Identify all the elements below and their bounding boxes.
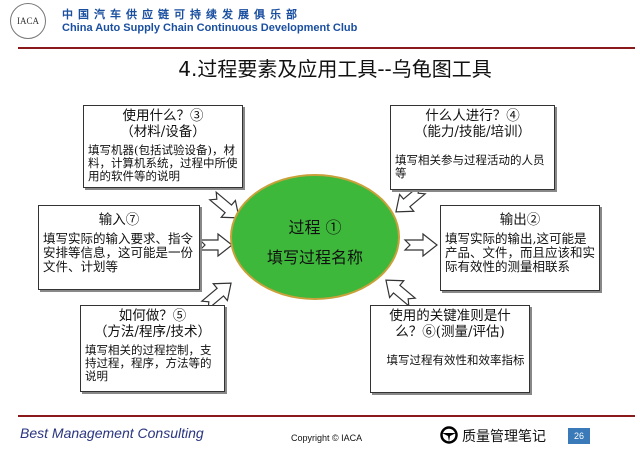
box-people: 什么人进行？④ （能力/技能/培训） 填写相关参与过程活动的人员等 [390,105,555,190]
box-heading: 使用什么？③ [122,108,204,124]
box-heading: 什么人进行？④ [425,108,520,124]
box-subheading: （材料/设备） [120,124,206,140]
process-ellipse: 过程 ① 填写过程名称 [230,174,400,300]
box-heading: 使用的关键准则是什么？⑥(测量/评估) [389,308,511,340]
page-number: 26 [568,428,590,444]
arrow-criteria-icon [385,279,417,308]
box-materials: 使用什么？③ （材料/设备） 填写机器(包括试验设备)，材料，计算机系统，过程中… [83,105,243,188]
box-description: 填写实际的输入要求、指令安排等信息，这可能是一份文件、计划等 [43,231,194,274]
steering-wheel-icon [440,426,458,444]
box-criteria: 使用的关键准则是什么？⑥(测量/评估) 填写过程有效性和效率指标 [370,305,530,393]
arrow-people-icon [395,184,427,213]
arrow-materials-icon [208,190,240,219]
footer-divider [18,415,635,417]
box-method: 如何做？⑤ （方法/程序/技术） 填写相关的过程控制，支持过程，程序，方法等的说… [80,305,225,392]
box-description: 填写实际的输出,这可能是产品、文件，而且应该和实际有效性的测量相联系 [445,231,596,274]
box-heading: 如何做？⑤ [118,308,187,324]
box-output: 输出② 填写实际的输出,这可能是产品、文件，而且应该和实际有效性的测量相联系 [440,205,600,291]
org-name-en: China Auto Supply Chain Continuous Devel… [62,22,358,34]
box-description: 填写相关的过程控制，支持过程，程序，方法等的说明 [85,343,212,383]
box-subheading: （能力/技能/培训） [413,124,532,140]
box-description: 填写机器(包括试验设备)，材料，计算机系统，过程中所使用的软件等的说明 [88,143,238,183]
org-name-cn: 中国汽车供应链可持续发展俱乐部 [62,8,302,21]
arrow-output-icon [403,232,438,258]
arrow-method-icon [200,282,232,311]
arrow-input-icon [198,232,233,258]
box-description: 填写过程有效性和效率指标 [386,353,525,367]
process-name: 填写过程名称 [266,248,363,267]
process-label: 过程 ① [288,218,342,237]
iaca-logo: IACA [10,3,46,39]
box-heading: 输出② [499,212,541,228]
slide-title: 4.过程要素及应用工具--乌龟图工具 [178,57,492,81]
header-divider [18,47,635,49]
footer-company: Best Management Consulting [20,425,204,441]
watermark-text: 质量管理笔记 [462,429,546,445]
box-description: 填写相关参与过程活动的人员等 [395,153,545,180]
box-input: 输入⑦ 填写实际的输入要求、指令安排等信息，这可能是一份文件、计划等 [38,205,200,290]
footer-copyright: Copyright © IACA [291,433,363,443]
box-heading: 输入⑦ [98,212,140,228]
box-subheading: （方法/程序/技术） [93,324,212,340]
